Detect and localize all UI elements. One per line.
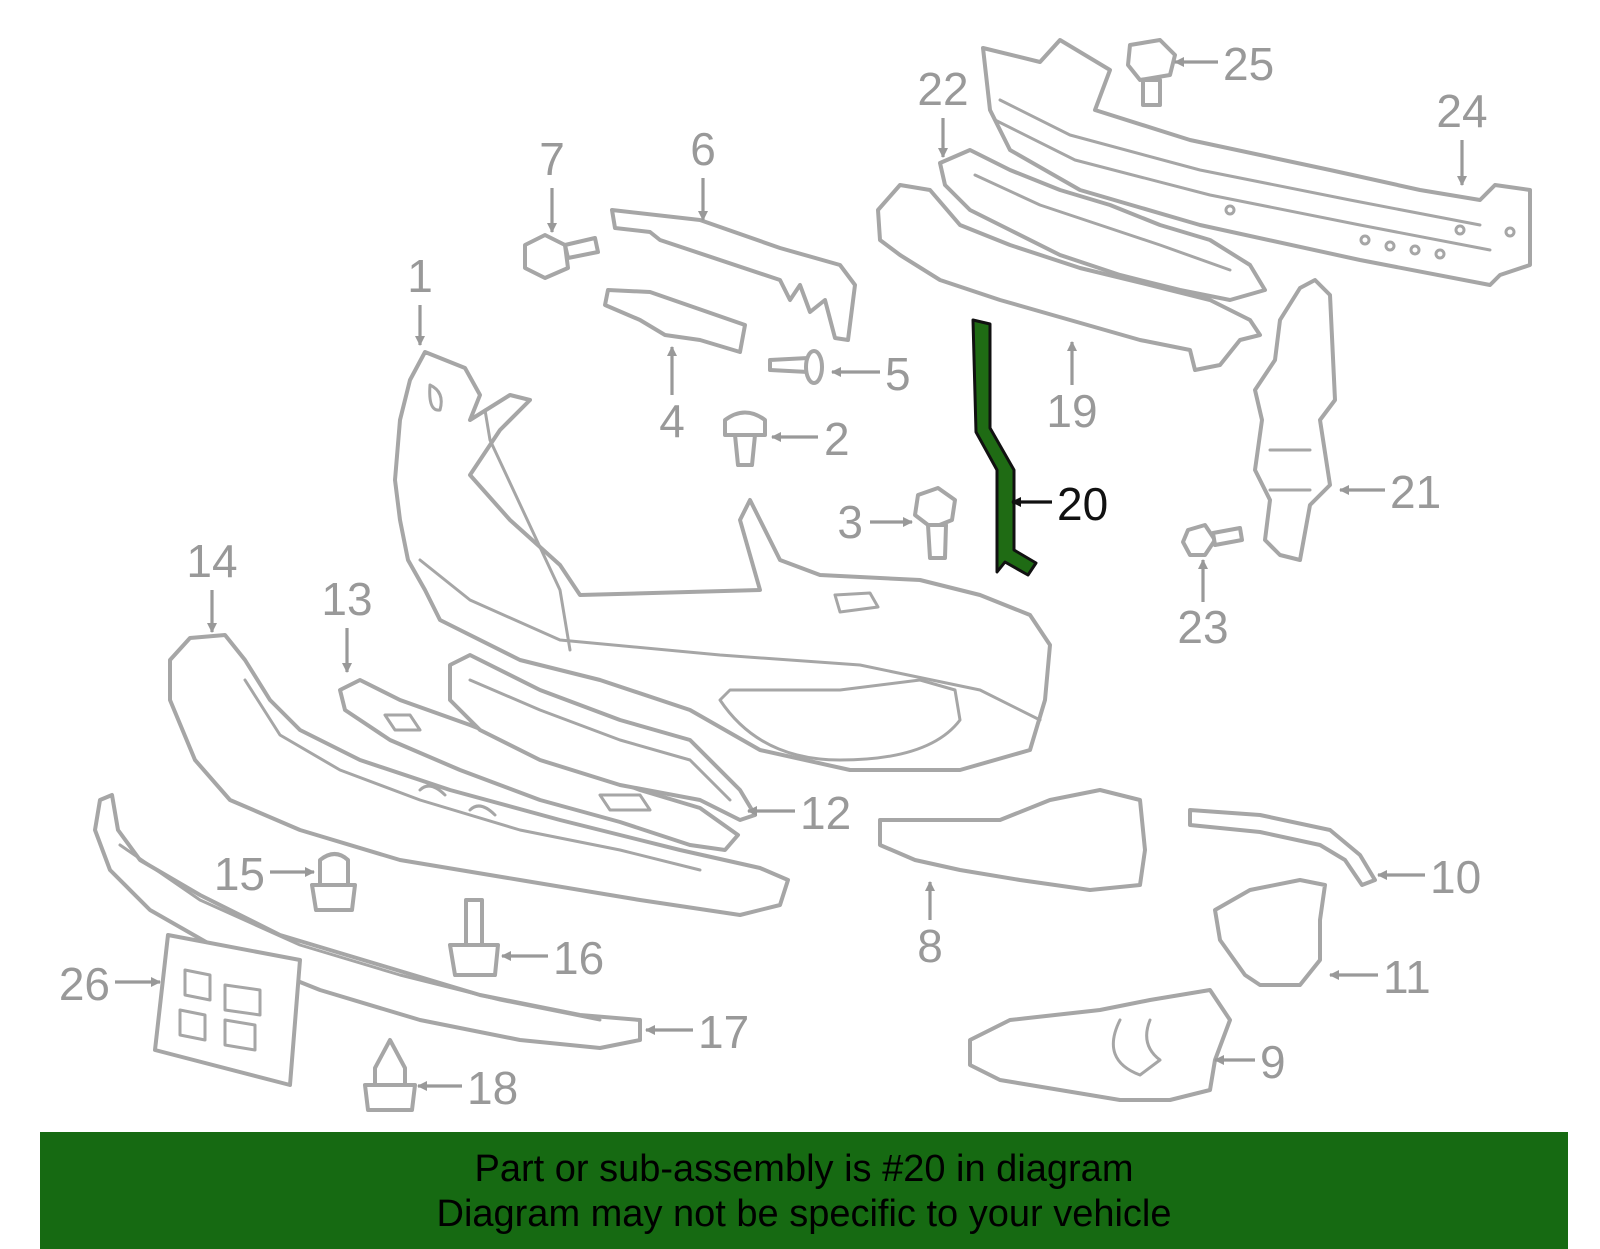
callout-1: 1 <box>407 250 433 302</box>
banner-disclaimer: Diagram may not be specific to your vehi… <box>436 1193 1172 1235</box>
part-21-side-bracket <box>1253 278 1337 562</box>
part-5-screw <box>768 349 824 385</box>
banner-part-note: Part or sub-assembly is #20 in diagram <box>474 1148 1134 1190</box>
part-14-lower-frame <box>168 633 790 917</box>
part-2-clip <box>723 410 767 467</box>
callout-23: 23 <box>1177 601 1228 653</box>
callout-14: 14 <box>186 535 237 587</box>
leaders <box>115 57 1467 1091</box>
part-13-strip <box>338 678 740 852</box>
part-8-fog-grille <box>878 788 1147 892</box>
part-3-bolt <box>913 486 957 560</box>
callout-2: 2 <box>824 413 850 465</box>
part-16-stud <box>448 898 500 977</box>
callout-18: 18 <box>467 1062 518 1114</box>
part-25-bolt <box>1126 38 1177 107</box>
part-12-grille <box>448 653 757 822</box>
callout-22: 22 <box>917 63 968 115</box>
callout-4: 4 <box>659 395 685 447</box>
callout-21: 21 <box>1390 466 1441 518</box>
part-18-clip <box>363 1038 417 1112</box>
part-6-bracket <box>610 208 857 342</box>
callout-7: 7 <box>539 133 565 185</box>
callout-13: 13 <box>321 573 372 625</box>
part-10-trim-strip <box>1188 808 1377 887</box>
part-23-bolt <box>1181 523 1244 557</box>
callout-12: 12 <box>800 787 851 839</box>
part-9-fog-surround <box>968 988 1232 1102</box>
part-1-bumper-cover <box>393 350 1052 772</box>
callout-6: 6 <box>690 123 716 175</box>
callout-8: 8 <box>917 920 943 972</box>
callout-26: 26 <box>59 958 110 1010</box>
callout-19: 19 <box>1046 385 1097 437</box>
part-26-plate-bracket <box>153 933 302 1087</box>
part-7-bolt <box>523 233 600 280</box>
info-banner: Part or sub-assembly is #20 in diagram D… <box>40 1132 1568 1249</box>
callout-5: 5 <box>885 348 911 400</box>
callout-3: 3 <box>837 496 863 548</box>
callout-24: 24 <box>1436 85 1487 137</box>
callout-17: 17 <box>698 1006 749 1058</box>
part-24-bumper-beam <box>981 38 1532 287</box>
part-15-clip <box>310 852 357 912</box>
part-17-lip <box>93 793 642 1050</box>
part-11-bracket <box>1213 878 1327 987</box>
callout-11: 11 <box>1383 951 1431 1003</box>
part-22-upper-support <box>938 148 1267 302</box>
callout-numbers: 1 2 3 4 5 6 7 8 9 10 11 12 13 14 15 16 1… <box>59 38 1488 1114</box>
part-19-absorber <box>876 183 1262 372</box>
callout-20: 20 <box>1057 478 1108 530</box>
callout-15: 15 <box>214 848 265 900</box>
callout-25: 25 <box>1223 38 1274 90</box>
callout-10: 10 <box>1430 851 1481 903</box>
part-4-bracket <box>603 288 747 354</box>
callout-16: 16 <box>553 932 604 984</box>
callout-9: 9 <box>1260 1036 1286 1088</box>
part-20-support-stay <box>971 318 1038 577</box>
